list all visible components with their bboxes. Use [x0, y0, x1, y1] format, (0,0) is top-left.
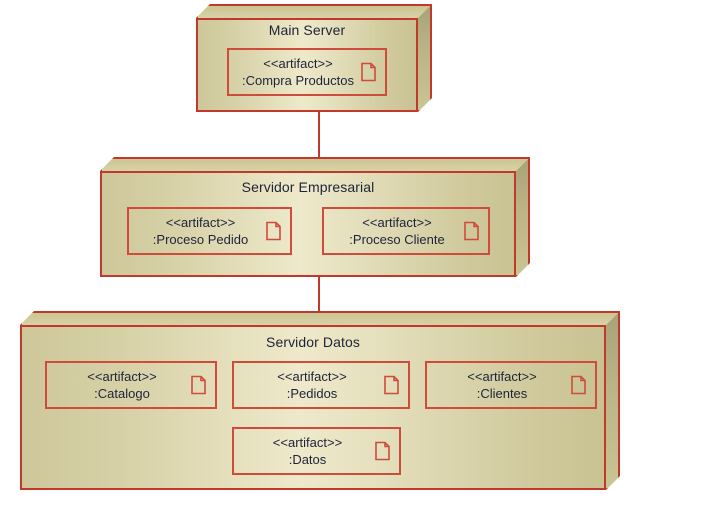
document-icon [384, 375, 399, 395]
node-main-server[interactable]: Main Server <<artifact>> :Compra Product… [196, 4, 432, 112]
artifact-stereotype: <<artifact>> [362, 215, 432, 230]
node-servidor-empresarial[interactable]: Servidor Empresarial <<artifact>> :Proce… [100, 157, 530, 277]
node-top-face [100, 157, 530, 171]
artifact-stereotype: <<artifact>> [277, 369, 347, 384]
document-icon [266, 221, 281, 241]
artifact-datos[interactable]: <<artifact>> :Datos [232, 427, 401, 475]
artifact-stereotype: <<artifact>> [263, 56, 333, 71]
document-icon [361, 62, 376, 82]
artifact-clientes[interactable]: <<artifact>> :Clientes [425, 361, 597, 409]
node-right-face [606, 311, 620, 490]
artifact-name: :Pedidos [286, 386, 338, 401]
document-icon [191, 375, 206, 395]
artifact-catalogo[interactable]: <<artifact>> :Catalogo [45, 361, 217, 409]
node-servidor-datos[interactable]: Servidor Datos <<artifact>> :Catalogo <<… [20, 311, 620, 490]
artifact-compra-productos[interactable]: <<artifact>> :Compra Productos [227, 48, 387, 96]
artifact-proceso-pedido[interactable]: <<artifact>> :Proceso Pedido [127, 207, 292, 255]
node-top-face [20, 311, 620, 325]
artifact-name: :Clientes [476, 386, 528, 401]
artifact-name: :Proceso Cliente [349, 232, 445, 247]
artifact-proceso-cliente[interactable]: <<artifact>> :Proceso Cliente [322, 207, 490, 255]
document-icon [571, 375, 586, 395]
artifact-name: :Compra Productos [242, 73, 354, 88]
node-top-face [196, 4, 432, 18]
artifact-name: :Proceso Pedido [152, 232, 249, 247]
node-right-face [418, 4, 432, 112]
artifact-name: :Catalogo [94, 386, 150, 401]
artifact-stereotype: <<artifact>> [467, 369, 537, 384]
node-front-face [196, 18, 418, 112]
artifact-pedidos[interactable]: <<artifact>> :Pedidos [232, 361, 410, 409]
artifact-stereotype: <<artifact>> [165, 215, 236, 230]
document-icon [375, 441, 390, 461]
artifact-stereotype: <<artifact>> [272, 435, 343, 450]
node-front-face [100, 171, 516, 277]
connector-line [318, 112, 320, 164]
artifact-name: :Datos [288, 452, 327, 467]
document-icon [464, 221, 479, 241]
artifact-stereotype: <<artifact>> [87, 369, 157, 384]
connector-line [318, 277, 320, 321]
node-right-face [516, 157, 530, 277]
